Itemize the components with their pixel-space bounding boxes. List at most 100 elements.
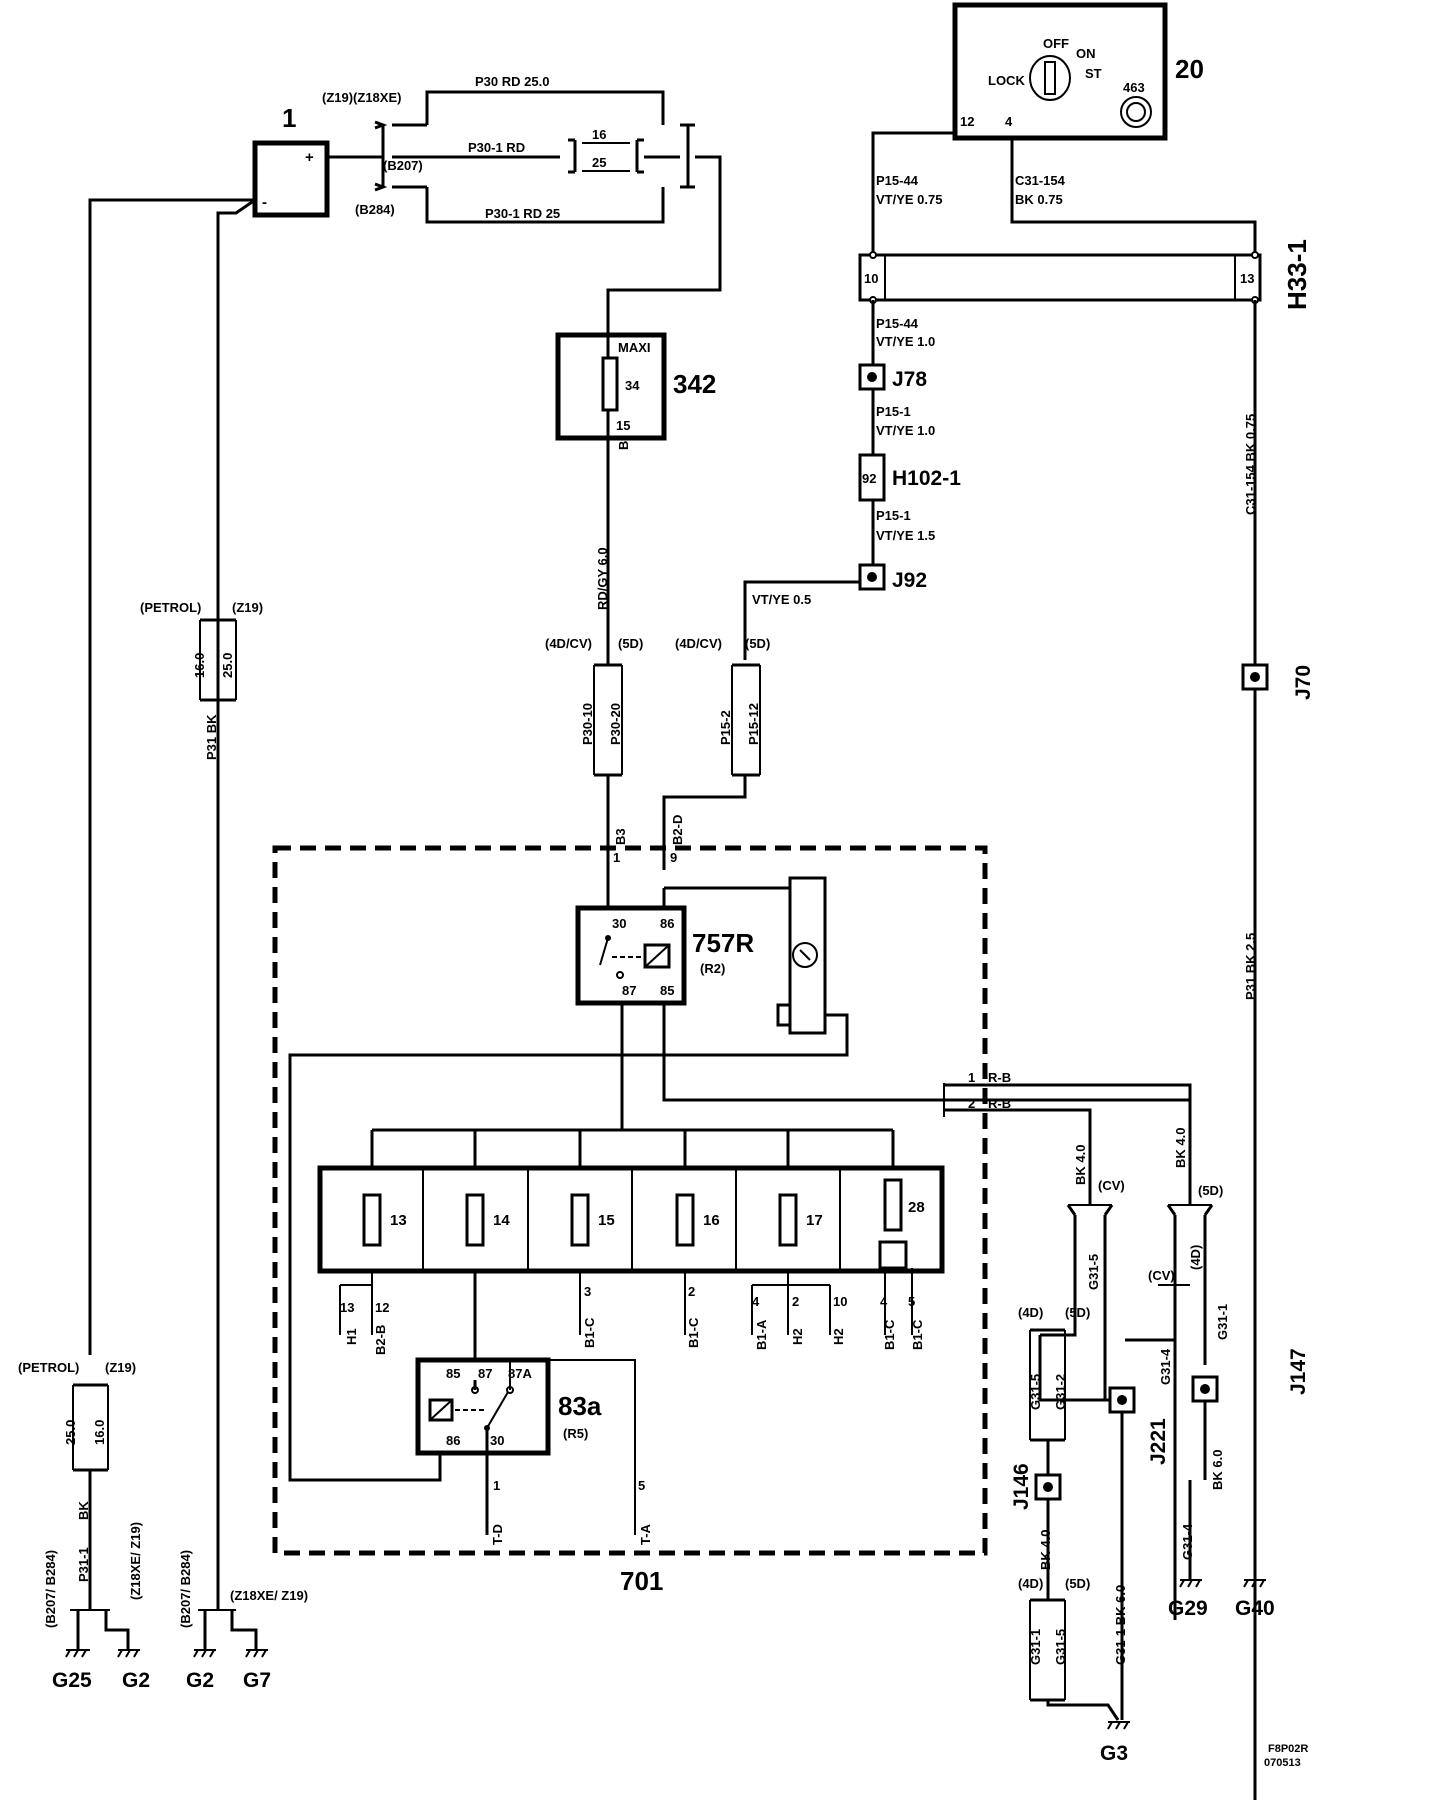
ground-g40: G40 — [1235, 1550, 1275, 1620]
svg-text:30: 30 — [490, 1433, 504, 1448]
svg-text:(4D/CV): (4D/CV) — [675, 636, 722, 651]
svg-text:4: 4 — [752, 1294, 760, 1309]
fuse-28: 28 — [878, 1178, 925, 1270]
svg-text:(4D): (4D) — [1018, 1576, 1043, 1591]
svg-text:(B207/ B284): (B207/ B284) — [178, 1550, 193, 1628]
svg-text:T-A: T-A — [638, 1523, 653, 1545]
fuse-13: 13 — [362, 1193, 407, 1247]
svg-text:1: 1 — [282, 103, 296, 133]
svg-text:(4D): (4D) — [1018, 1305, 1043, 1320]
svg-text:BK 4.0: BK 4.0 — [1073, 1145, 1088, 1185]
splice-j92: J92 — [858, 563, 927, 592]
svg-text:16.0: 16.0 — [192, 653, 207, 678]
svg-text:BK 0.75: BK 0.75 — [1015, 192, 1063, 207]
svg-text:H102-1: H102-1 — [892, 467, 961, 490]
connector-h102-1: 92 H102-1 — [858, 453, 961, 502]
svg-text:(B284): (B284) — [355, 202, 395, 217]
svg-text:(CV): (CV) — [1148, 1268, 1175, 1283]
maxi-fuse: MAXI 34 15 B 342 — [555, 332, 716, 450]
svg-text:30: 30 — [612, 916, 626, 931]
svg-text:(Z19)(Z18XE): (Z19)(Z18XE) — [322, 90, 401, 105]
fuse-14: 14 — [465, 1193, 510, 1247]
svg-text:R-B: R-B — [988, 1070, 1011, 1085]
splice-j70: J70 — [1241, 663, 1315, 700]
svg-text:G31-1 BK 6.0: G31-1 BK 6.0 — [1113, 1585, 1128, 1665]
svg-text:(R5): (R5) — [563, 1426, 588, 1441]
svg-text:5: 5 — [908, 1294, 915, 1309]
svg-text:LOCK: LOCK — [988, 73, 1025, 88]
splice-j146: J146 — [1010, 1463, 1062, 1510]
svg-text:87A: 87A — [508, 1366, 532, 1381]
svg-text:86: 86 — [660, 916, 674, 931]
svg-text:H33-1: H33-1 — [1282, 239, 1312, 310]
svg-text:P30-1 RD 25: P30-1 RD 25 — [485, 206, 560, 221]
svg-text:J78: J78 — [892, 368, 927, 391]
svg-text:(B207/ B284): (B207/ B284) — [43, 1550, 58, 1628]
svg-text:5: 5 — [638, 1478, 645, 1493]
fuse-block — [317, 1165, 945, 1274]
battery: + - 1 — [252, 103, 330, 218]
svg-text:1: 1 — [493, 1478, 500, 1493]
svg-text:F8P02R: F8P02R — [1268, 1743, 1308, 1755]
svg-text:3: 3 — [584, 1284, 591, 1299]
svg-text:G31-4: G31-4 — [1180, 1523, 1195, 1560]
svg-text:H1: H1 — [344, 1328, 359, 1345]
svg-text:G29: G29 — [1168, 1597, 1208, 1620]
svg-text:B3: B3 — [613, 828, 628, 845]
splice-j78: J78 — [858, 363, 927, 391]
svg-text:(PETROL): (PETROL) — [18, 1360, 79, 1375]
svg-text:(5D): (5D) — [1198, 1183, 1223, 1198]
svg-text:87: 87 — [622, 983, 636, 998]
svg-text:P15-44: P15-44 — [876, 173, 919, 188]
svg-text:G31-5: G31-5 — [1086, 1254, 1101, 1290]
svg-text:2: 2 — [792, 1294, 799, 1309]
svg-text:701: 701 — [620, 1566, 663, 1596]
svg-text:14: 14 — [493, 1212, 510, 1229]
svg-text:G2: G2 — [122, 1669, 150, 1692]
svg-text:B2-D: B2-D — [670, 815, 685, 845]
svg-text:B1-C: B1-C — [582, 1317, 597, 1348]
ground-g7: G7 — [243, 1649, 271, 1692]
ground-g25: G25 — [52, 1649, 92, 1692]
svg-text:12: 12 — [375, 1300, 389, 1315]
svg-text:16: 16 — [703, 1212, 720, 1229]
svg-text:(R2): (R2) — [700, 961, 725, 976]
fuse-16: 16 — [675, 1193, 720, 1247]
svg-text:2: 2 — [688, 1284, 695, 1299]
svg-text:(PETROL): (PETROL) — [140, 600, 201, 615]
ignition-switch: OFF ON LOCK ST 463 12 4 20 — [952, 2, 1204, 141]
svg-text:34: 34 — [625, 378, 640, 393]
svg-text:-: - — [262, 194, 267, 211]
svg-text:G7: G7 — [243, 1669, 271, 1692]
box-701 — [272, 845, 988, 1556]
svg-text:13: 13 — [1240, 271, 1254, 286]
svg-text:28: 28 — [908, 1199, 925, 1216]
svg-text:ON: ON — [1076, 46, 1096, 61]
svg-text:G31-5: G31-5 — [1053, 1629, 1068, 1665]
svg-text:25.0: 25.0 — [220, 653, 235, 678]
svg-text:VT/YE 0.75: VT/YE 0.75 — [876, 192, 942, 207]
svg-text:(CV): (CV) — [1098, 1178, 1125, 1193]
svg-text:B2-B: B2-B — [373, 1325, 388, 1355]
svg-text:2: 2 — [968, 1096, 975, 1111]
svg-text:(5D): (5D) — [618, 636, 643, 651]
fuse-15: 15 — [570, 1193, 615, 1247]
relay-83a: 85 87 87A 86 30 83a (R5) — [415, 1357, 602, 1456]
svg-text:B1-C: B1-C — [910, 1319, 925, 1350]
svg-text:+: + — [305, 149, 314, 166]
svg-text:J147: J147 — [1287, 1348, 1310, 1395]
svg-text:RD/GY 6.0: RD/GY 6.0 — [595, 547, 610, 610]
svg-text:(4D/CV): (4D/CV) — [545, 636, 592, 651]
ground-g2-a: G2 — [117, 1649, 150, 1692]
svg-text:(5D): (5D) — [1065, 1305, 1090, 1320]
svg-text:92: 92 — [862, 471, 876, 486]
svg-text:(4D): (4D) — [1188, 1245, 1203, 1270]
svg-text:BK 6.0: BK 6.0 — [1210, 1450, 1225, 1490]
svg-text:P15-44: P15-44 — [876, 316, 919, 331]
svg-text:83a: 83a — [558, 1391, 602, 1421]
svg-text:P31 BK 2.5: P31 BK 2.5 — [1243, 933, 1258, 1000]
splice-j221: J221 — [1108, 1386, 1170, 1465]
svg-text:P30-10: P30-10 — [580, 703, 595, 745]
svg-text:P31-1: P31-1 — [76, 1547, 91, 1582]
svg-text:20: 20 — [1175, 54, 1204, 84]
